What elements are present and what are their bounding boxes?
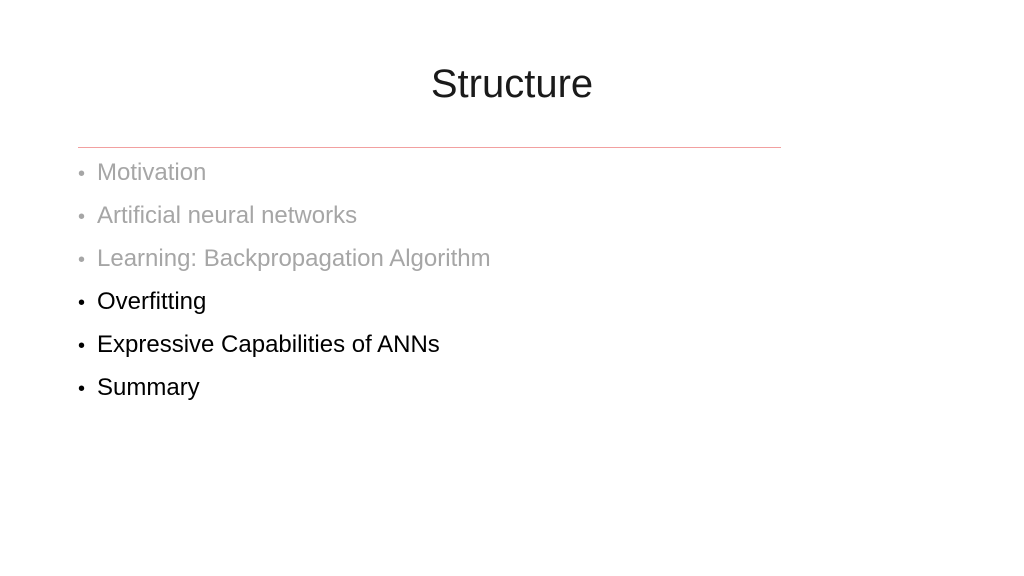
list-item-label: Learning: Backpropagation Algorithm — [97, 245, 491, 272]
list-item: • Artificial neural networks — [78, 194, 491, 237]
list-item-label: Expressive Capabilities of ANNs — [97, 331, 440, 358]
list-item-label: Summary — [97, 374, 200, 401]
list-item: • Learning: Backpropagation Algorithm — [78, 237, 491, 280]
bullet-icon: • — [78, 292, 86, 314]
bullet-icon: • — [78, 206, 86, 228]
list-item-label: Artificial neural networks — [97, 202, 358, 229]
bullet-icon: • — [78, 335, 86, 357]
list-item: • Overfitting — [78, 280, 491, 323]
bullet-icon: • — [78, 378, 86, 400]
list-item-label: Overfitting — [97, 288, 207, 315]
title-divider — [78, 147, 781, 148]
slide-title: Structure — [430, 62, 594, 106]
bullet-list: • Motivation • Artificial neural network… — [78, 151, 491, 409]
bullet-icon: • — [78, 249, 86, 271]
list-item-label: Motivation — [97, 159, 207, 186]
list-item: • Motivation — [78, 151, 491, 194]
list-item: • Summary — [78, 366, 491, 409]
list-item: • Expressive Capabilities of ANNs — [78, 323, 491, 366]
bullet-icon: • — [78, 163, 86, 185]
